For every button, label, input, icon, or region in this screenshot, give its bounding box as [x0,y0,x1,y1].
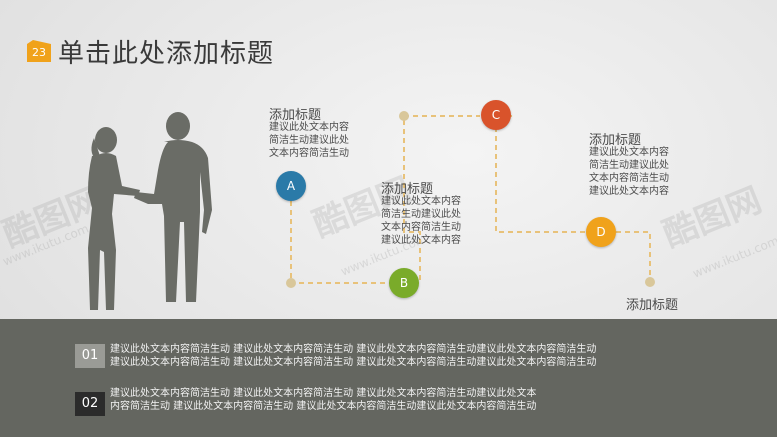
text-line: 简洁生动建议此处 [381,209,461,220]
text-line: 建议此处文本内容简洁生动 建议此处文本内容简洁生动 建议此处文本内容简洁生动建议… [110,357,597,368]
path-corner-dot [399,111,409,121]
block-1-heading[interactable]: 添加标题 [269,108,322,123]
text-line: 简洁生动建议此处 [589,160,669,171]
item-number-01: 01 [75,344,105,368]
node-a[interactable]: A [276,171,306,201]
footer-item-2-text[interactable]: 建议此处文本内容简洁生动 建议此处文本内容简洁生动 建议此处文本内容简洁生动建议… [110,387,536,413]
block-4-heading[interactable]: 添加标题 [626,298,679,313]
node-d[interactable]: D [586,217,616,247]
text-line: 文本内容简洁生动 [269,148,349,159]
block-1-text[interactable]: 建议此处文本内容 简洁生动建议此处 文本内容简洁生动 [269,121,349,160]
block-2-heading[interactable]: 添加标题 [381,182,434,197]
text-line: 内容简洁生动 建议此处文本内容简洁生动 建议此处文本内容简洁生动建议此处文本内容… [110,401,537,412]
text-line: 建议此处文本内容 [589,186,669,197]
text-line: 简洁生动建议此处 [269,135,349,146]
node-b[interactable]: B [389,268,419,298]
footer-band: 01 建议此处文本内容简洁生动 建议此处文本内容简洁生动 建议此处文本内容简洁生… [0,319,777,437]
text-line: 建议此处文本内容简洁生动 建议此处文本内容简洁生动 建议此处文本内容简洁生动建议… [110,344,597,355]
text-line: 建议此处文本内容 [269,122,349,133]
text-line: 文本内容简洁生动 [381,222,461,233]
slide-title[interactable]: 单击此处添加标题 [58,39,275,69]
text-line: 建议此处文本内容 [589,147,669,158]
text-line: 文本内容简洁生动 [589,173,669,184]
block-2-text[interactable]: 建议此处文本内容 简洁生动建议此处 文本内容简洁生动 建议此处文本内容 [381,195,461,247]
item-number-02: 02 [75,392,105,416]
block-3-text[interactable]: 建议此处文本内容 简洁生动建议此处 文本内容简洁生动 建议此处文本内容 [589,146,669,198]
text-line: 建议此处文本内容 [381,196,461,207]
text-line: 建议此处文本内容简洁生动 建议此处文本内容简洁生动 建议此处文本内容简洁生动建议… [110,388,537,399]
business-handshake-silhouette [88,112,212,310]
text-line: 建议此处文本内容 [381,235,461,246]
footer-item-1-text[interactable]: 建议此处文本内容简洁生动 建议此处文本内容简洁生动 建议此处文本内容简洁生动建议… [110,343,596,369]
slide-number-badge: 23 [27,44,51,62]
path-start-dot [286,278,296,288]
path-end-dot [645,277,655,287]
node-c[interactable]: C [481,100,511,130]
block-3-heading[interactable]: 添加标题 [589,133,642,148]
